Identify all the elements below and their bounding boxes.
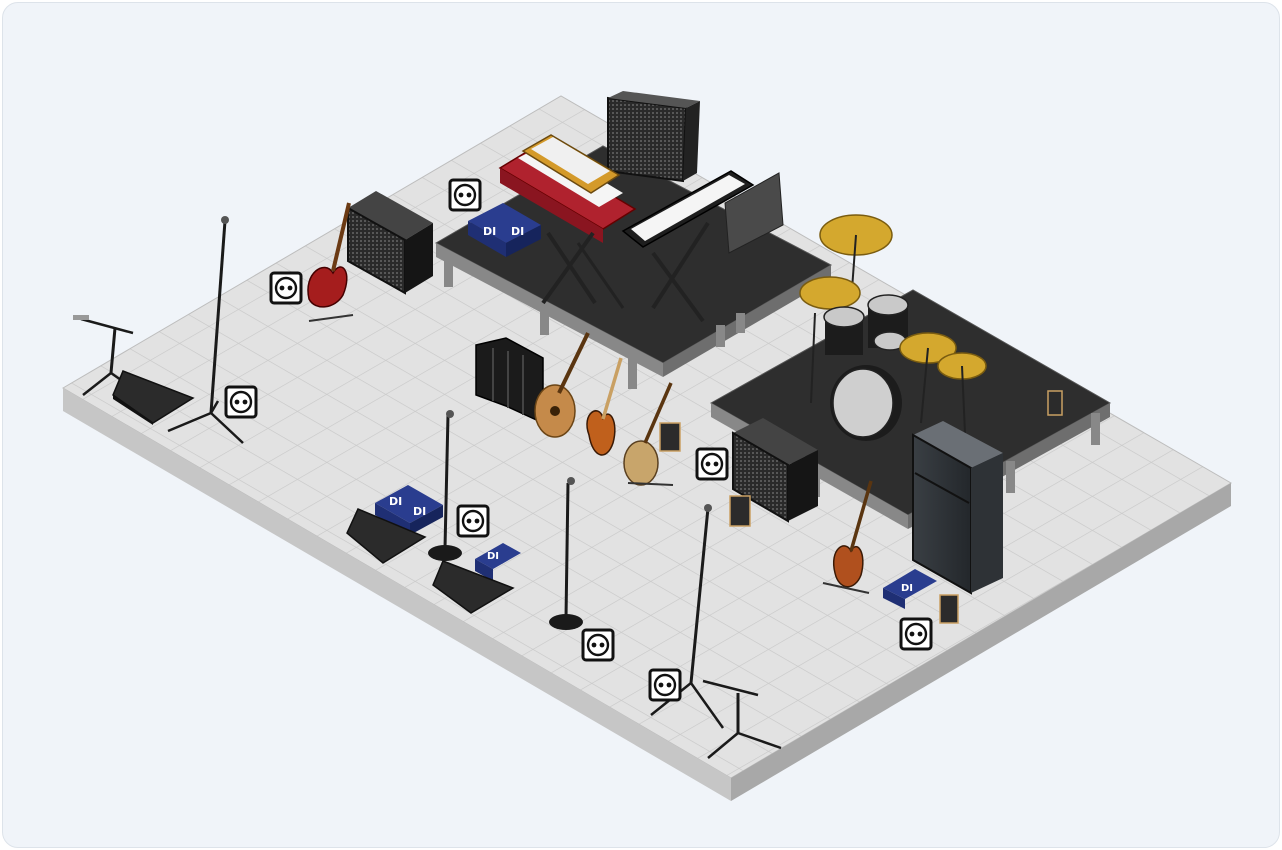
di-label: DI — [389, 495, 402, 508]
keyboard-black[interactable] — [621, 170, 784, 323]
power-socket-icon[interactable] — [448, 178, 482, 212]
floor-monitor-center-1 — [346, 508, 427, 564]
wireless-receiver-center — [659, 422, 681, 452]
wireless-receiver-floor — [939, 594, 959, 624]
bass-amp-stack — [912, 421, 1003, 595]
keys-amplifier — [607, 91, 700, 183]
di-label: DI — [511, 225, 524, 238]
wireless-receiver-drums — [1047, 390, 1063, 416]
power-socket-icon[interactable] — [456, 504, 490, 538]
power-socket-icon[interactable] — [224, 385, 258, 419]
mic-stand-center-1[interactable] — [428, 410, 462, 561]
drum-kit[interactable] — [799, 214, 987, 441]
wireless-receiver-right — [729, 495, 751, 527]
acoustic-guitar[interactable] — [534, 332, 590, 438]
mandolin[interactable] — [623, 382, 674, 486]
electric-guitar-red[interactable] — [307, 202, 354, 322]
di-box-right: DI — [883, 569, 937, 609]
power-socket-icon[interactable] — [269, 271, 303, 305]
power-socket-icon[interactable] — [581, 628, 615, 662]
di-label: DI — [901, 583, 913, 594]
guitar-amp-right — [732, 418, 818, 523]
keyboard-red-stack[interactable] — [498, 134, 637, 309]
guitar-amp-left — [347, 191, 433, 295]
mic-stand-center-2[interactable] — [549, 477, 583, 630]
di-label: DI — [487, 551, 499, 562]
di-label: DI — [413, 505, 426, 518]
power-socket-icon[interactable] — [695, 447, 729, 481]
power-socket-icon[interactable] — [648, 668, 682, 702]
bass-guitar[interactable] — [822, 480, 873, 594]
floor-monitor-left — [112, 370, 195, 425]
di-label: DI — [483, 225, 496, 238]
stage-plot-svg: DI DI — [62, 91, 1232, 801]
di-box-keys: DI DI — [468, 203, 541, 257]
di-box-center: DI — [475, 543, 521, 581]
electric-guitar-sunburst[interactable] — [586, 357, 623, 456]
floor-monitor-center-2 — [432, 560, 515, 614]
mic-stand-right-boom[interactable] — [702, 679, 782, 759]
power-socket-icon[interactable] — [899, 617, 933, 651]
mic-stand-left-tall[interactable] — [167, 216, 244, 444]
